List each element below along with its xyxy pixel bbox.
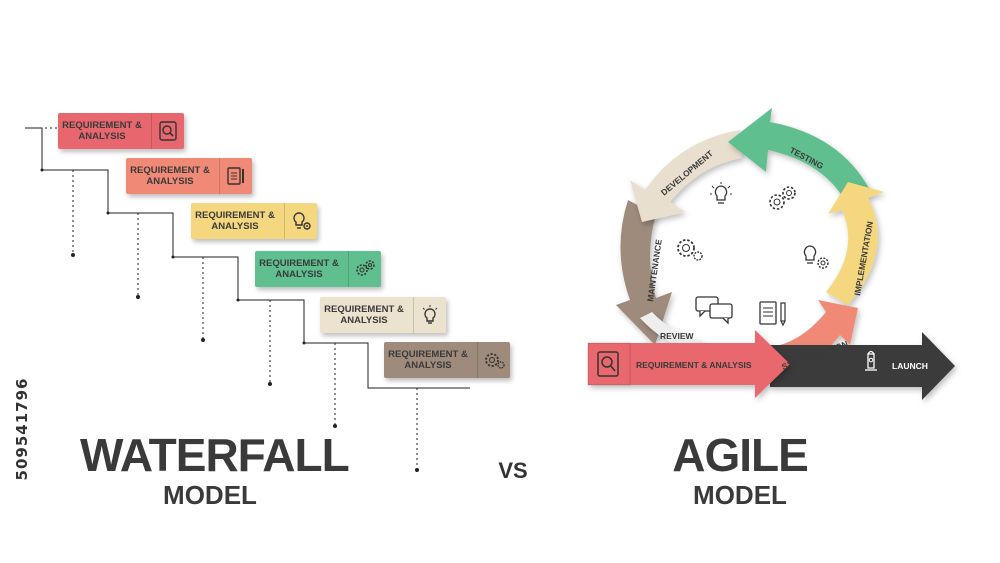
gears-icon <box>769 186 796 210</box>
search-document-icon <box>151 113 184 149</box>
search-document-icon <box>597 351 619 377</box>
document-pencil-icon <box>219 158 252 194</box>
waterfall-step-label: REQUIREMENT & ANALYSIS <box>324 304 404 326</box>
agile-subtitle: MODEL <box>693 480 787 510</box>
waterfall-step-2: REQUIREMENT & ANALYSIS <box>126 158 252 194</box>
waterfall-step-label: REQUIREMENT & ANALYSIS <box>130 165 210 187</box>
waterfall-subtitle: MODEL <box>163 480 257 510</box>
agile-title: AGILE <box>672 429 809 481</box>
waterfall-step-label: REQUIREMENT & ANALYSIS <box>259 258 339 280</box>
gears-icon <box>348 251 381 287</box>
waterfall-title: WATERFALL <box>80 429 350 481</box>
lightbulb-gear-icon <box>284 203 317 239</box>
requirement-analysis-label: REQUIREMENT & ANALYSIS <box>636 360 752 370</box>
review-label: REVIEW <box>660 331 695 341</box>
gear-icon <box>477 342 510 378</box>
document-pencil-icon <box>759 301 786 327</box>
chat-bubbles-icon <box>695 296 733 325</box>
gear-icon <box>677 239 703 261</box>
waterfall-step-label: REQUIREMENT & ANALYSIS <box>195 210 275 232</box>
waterfall-step-label: REQUIREMENT & ANALYSIS <box>388 349 468 371</box>
development-segment <box>630 130 742 222</box>
waterfall-step-5: REQUIREMENT & ANALYSIS <box>320 297 446 333</box>
testing-segment <box>728 108 870 202</box>
rocket-icon <box>865 350 877 371</box>
waterfall-step-3: REQUIREMENT & ANALYSIS <box>191 203 317 239</box>
maintenance-segment <box>616 200 672 345</box>
launch-arrow <box>770 332 955 400</box>
launch-label: LAUNCH <box>892 361 928 371</box>
waterfall-step-label: REQUIREMENT & ANALYSIS <box>62 120 142 142</box>
waterfall-step-6: REQUIREMENT & ANALYSIS <box>384 342 510 378</box>
vs-label: VS <box>498 458 528 483</box>
implementation-segment <box>826 182 884 305</box>
lightbulb-icon <box>413 297 446 333</box>
requirement-analysis-arrow <box>588 330 790 398</box>
waterfall-step-1: REQUIREMENT & ANALYSIS <box>58 113 184 149</box>
lightbulb-gear-icon <box>803 245 829 269</box>
lightbulb-icon <box>710 182 732 204</box>
waterfall-step-4: REQUIREMENT & ANALYSIS <box>255 251 381 287</box>
requirement-icon-divider <box>587 342 631 386</box>
